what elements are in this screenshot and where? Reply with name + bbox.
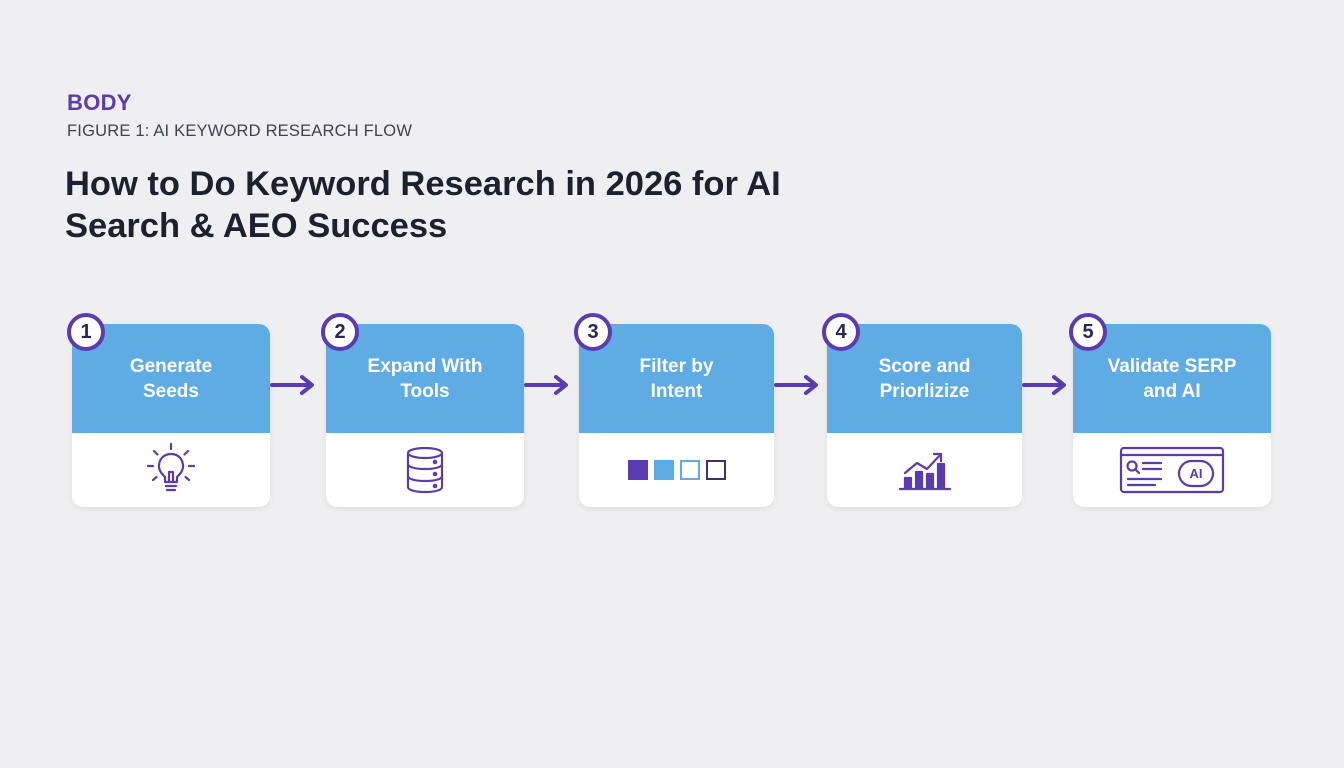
swatch-purple-outline [705, 460, 726, 480]
step-2-header: Expand With Tools [326, 324, 524, 433]
step-2-badge: 2 [321, 313, 359, 351]
step-5-card: Validate SERP and AI AI [1073, 324, 1271, 507]
serp-ai-window-icon: AI [1119, 446, 1225, 494]
arrow-3-icon [774, 375, 818, 395]
step-3-badge: 3 [574, 313, 612, 351]
step-1-icon-area [72, 433, 270, 507]
step-2-icon-area [326, 433, 524, 507]
step-1-card: Generate Seeds [72, 324, 270, 507]
step-4-badge: 4 [822, 313, 860, 351]
arrow-4-icon [1022, 375, 1066, 395]
step-2-label: Expand With Tools [367, 355, 483, 402]
step-5-icon-area: AI [1073, 433, 1271, 507]
step-3-label: Filter by Intent [639, 355, 714, 402]
lightbulb-icon [146, 442, 196, 492]
step-1-label: Generate Seeds [129, 355, 213, 402]
swatch-purple-filled [627, 460, 648, 480]
step-2-card: Expand With Tools [326, 324, 524, 507]
step-4-icon-area [827, 433, 1022, 507]
swatch-blue-filled [653, 460, 674, 480]
step-5-label: Validate SERP and AI [1107, 355, 1237, 402]
arrow-1-icon [270, 375, 314, 395]
bar-chart-trend-icon [898, 452, 951, 491]
step-4-label: Score and Priorlizize [878, 355, 971, 402]
database-icon [406, 446, 444, 494]
step-4-card: Score and Priorlizize [827, 324, 1022, 507]
swatch-blue-outline [679, 460, 700, 480]
step-1-badge: 1 [67, 313, 105, 351]
step-3-header: Filter by Intent [579, 324, 774, 433]
page-title: How to Do Keyword Research in 2026 for A… [65, 165, 781, 245]
eyebrow-label: BODY [67, 90, 132, 115]
ai-icon-text: AI [1190, 466, 1203, 481]
step-5-badge: 5 [1069, 313, 1107, 351]
step-3-card: Filter by Intent [579, 324, 774, 507]
filter-swatches-icon [627, 460, 726, 480]
step-3-icon-area [579, 433, 774, 507]
step-1-header: Generate Seeds [72, 324, 270, 433]
step-4-header: Score and Priorlizize [827, 324, 1022, 433]
arrow-2-icon [524, 375, 568, 395]
step-5-header: Validate SERP and AI [1073, 324, 1271, 433]
figure-label: FIGURE 1: AI KEYWORD RESEARCH FLOW [67, 122, 413, 140]
